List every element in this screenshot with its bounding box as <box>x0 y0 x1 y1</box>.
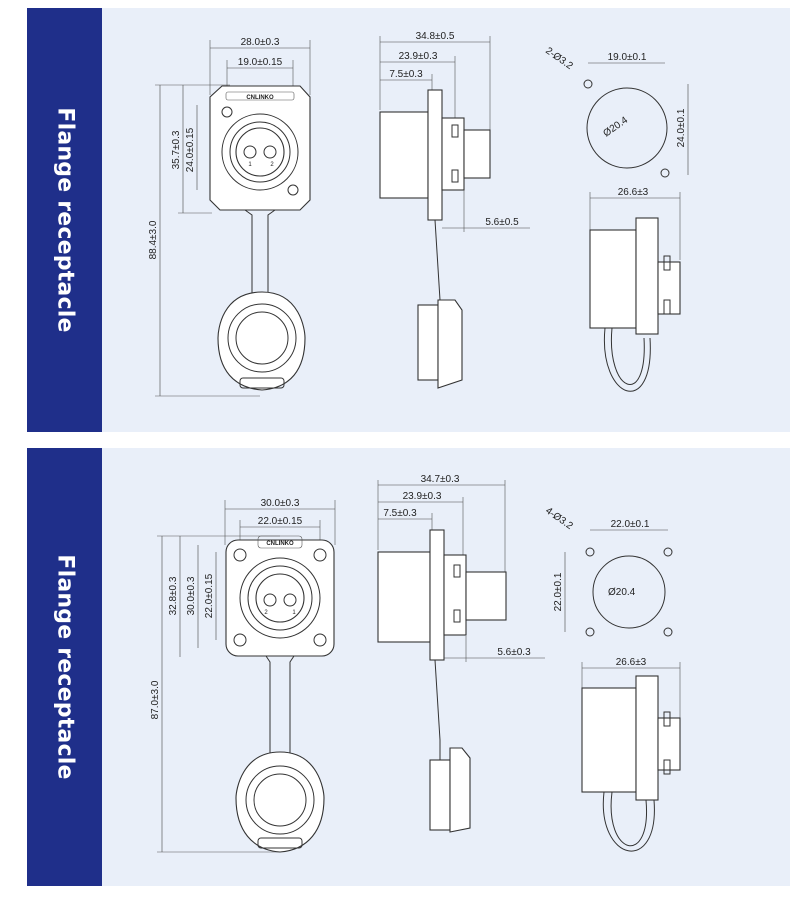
side-view-1: 34.8±0.5 23.9±0.3 7.5±0.3 5.6±0.5 <box>379 31 530 389</box>
dim-hole-height-2: 22.0±0.15 <box>204 573 215 618</box>
dim-depth-1: 34.8±0.5 <box>416 31 455 42</box>
bottom-view-2: 26.6±3 <box>581 657 681 852</box>
sidebar-1: Flange receptacle <box>27 8 102 432</box>
dim-hole-spacing-1: 19.0±0.15 <box>238 57 283 68</box>
dim-mount-holes-2: 4-Ø3.2 <box>543 505 575 532</box>
dim-flange-thickness-2: 5.6±0.3 <box>497 647 531 658</box>
front-view-2: 30.0±0.3 22.0±0.15 87.0±3.0 32.8±0.3 30.… <box>150 498 336 853</box>
drawing-panel-1: Flange receptacle <box>27 8 790 432</box>
dim-front-width-1: 28.0±0.3 <box>241 37 280 48</box>
dim-cable-span-2: 26.6±3 <box>616 657 647 668</box>
dim-flange-height-1: 35.7±0.3 <box>171 130 182 169</box>
dim-total-height-2: 87.0±3.0 <box>150 680 161 719</box>
dim-body-height-2: 30.0±0.3 <box>186 576 197 615</box>
dim-front-width-2: 30.0±0.3 <box>261 498 300 509</box>
dim-hole-spacing-2: 22.0±0.15 <box>258 516 303 527</box>
pin-label-1a: 1 <box>248 162 252 168</box>
panel-cutout-1: 2-Ø3.2 19.0±0.1 Ø20.4 24.0±0.1 <box>543 45 689 178</box>
dim-total-height-1: 88.4±3.0 <box>148 220 159 259</box>
dim-cable-span-1: 26.6±3 <box>618 187 649 198</box>
dim-cutout-spacing-2: 22.0±0.1 <box>611 519 650 530</box>
dim-cutout-spacing-1: 19.0±0.1 <box>608 52 647 63</box>
dim-bore-2: Ø20.4 <box>608 587 636 598</box>
drawing-panel-2: Flange receptacle <box>27 448 790 886</box>
bottom-view-1: 26.6±3 <box>589 187 681 392</box>
dim-cutout-height-2: 22.0±0.1 <box>553 572 564 611</box>
dim-depth-mid-2: 23.9±0.3 <box>403 491 442 502</box>
dim-depth-mid-1: 23.9±0.3 <box>399 51 438 62</box>
dim-hole-height-1: 24.0±0.15 <box>185 127 196 172</box>
pin-label-1b: 2 <box>270 162 274 168</box>
front-view-1: 28.0±0.3 19.0±0.15 88.4±3.0 35.7±0.3 24.… <box>148 37 311 397</box>
sidebar-2: Flange receptacle <box>27 448 102 886</box>
dim-bore-1: Ø20.4 <box>601 115 630 140</box>
dim-cutout-height-1: 24.0±0.1 <box>676 108 687 147</box>
dim-flange-thickness-1: 5.6±0.5 <box>485 217 519 228</box>
logo-2: CNLINKO <box>266 541 294 547</box>
dim-mount-holes-1: 2-Ø3.2 <box>543 45 575 72</box>
logo-1: CNLINKO <box>246 95 274 101</box>
dim-depth-short-2: 7.5±0.3 <box>383 508 417 519</box>
panel-cutout-2: 4-Ø3.2 22.0±0.1 Ø20.4 22.0±0.1 <box>543 505 673 637</box>
dim-flange-height-2: 32.8±0.3 <box>168 576 179 615</box>
dim-depth-short-1: 7.5±0.3 <box>389 69 423 80</box>
side-view-2: 34.7±0.3 23.9±0.3 7.5±0.3 5.6±0.3 <box>377 474 545 833</box>
dim-depth-2: 34.7±0.3 <box>421 474 460 485</box>
pin-label-2b: 1 <box>292 610 296 616</box>
pin-label-2a: 2 <box>264 610 268 616</box>
